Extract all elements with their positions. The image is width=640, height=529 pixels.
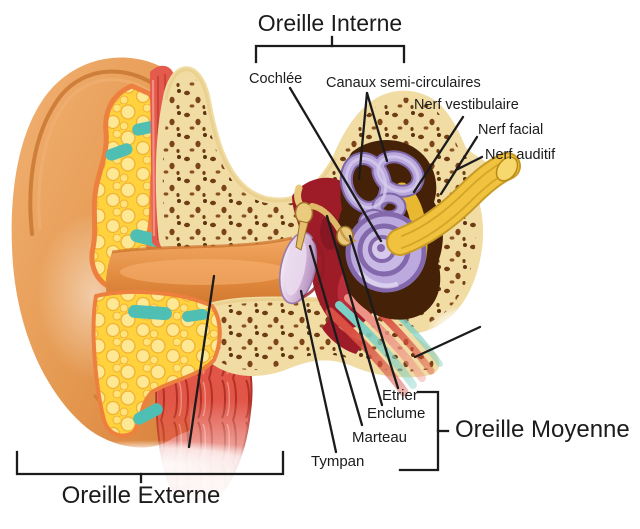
leader-etrier [348, 234, 400, 390]
leader-cochlee [288, 86, 383, 243]
label-etrier: Etrier [382, 387, 418, 404]
brackets [15, 35, 450, 484]
leader-canaux-a [357, 91, 369, 181]
label-nerf-facial: Nerf facial [478, 122, 544, 138]
leader-tympan [299, 289, 338, 454]
leader-nerf-auditif [454, 155, 484, 172]
section-title-oreille-moyenne: Oreille Moyenne [455, 416, 630, 443]
section-title-oreille-externe: Oreille Externe [61, 482, 221, 509]
leader-marteau [308, 244, 364, 427]
section-title-oreille-interne: Oreille Interne [257, 10, 403, 36]
label-nerf-vestibulaire: Nerf vestibulaire [414, 97, 519, 113]
label-marteau: Marteau [352, 429, 408, 446]
leader-oreille-moyenne [413, 325, 482, 359]
bracket-oreille-externe [15, 450, 285, 476]
ossicles [294, 184, 357, 251]
label-nerf-auditif: Nerf auditif [485, 147, 556, 163]
bracket-oreille-interne [254, 44, 406, 64]
leader-lines [187, 86, 484, 454]
leader-nerf-facial [439, 135, 479, 196]
label-tympan: Tympan [311, 453, 365, 470]
label-enclume: Enclume [367, 405, 426, 422]
eardrum-tympanic-membrane [278, 231, 326, 305]
leader-oreille-externe [187, 274, 216, 449]
leader-canaux-b [365, 91, 389, 163]
label-cochlee: Cochlée [249, 71, 303, 87]
leader-enclume [325, 214, 384, 407]
leader-nerf-vestibulaire [412, 115, 465, 194]
nerve-bundle [386, 152, 521, 256]
fat-layer-lower [91, 289, 222, 438]
label-canaux-semi-circulaires: Canaux semi-circulaires [326, 75, 481, 91]
